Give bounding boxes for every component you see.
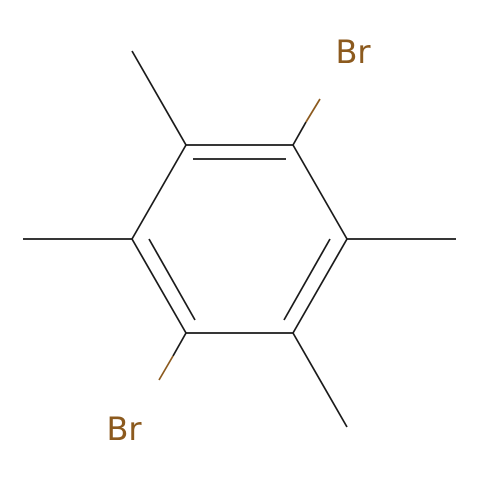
br-bond-bottom-bromine-half bbox=[158, 355, 174, 381]
br-bond-top-carbon-half bbox=[292, 121, 307, 146]
bromine-bottom: Br bbox=[106, 332, 187, 448]
methyl-groups bbox=[23, 50, 456, 428]
methyl-bond-bottom-right bbox=[292, 332, 348, 428]
bromine-top: Br bbox=[292, 33, 371, 146]
ring-bond-lower-right bbox=[292, 238, 348, 334]
ring-bond-lower-left-inner bbox=[148, 238, 196, 321]
methyl-bond-top-left bbox=[131, 50, 187, 146]
benzene-ring bbox=[131, 144, 348, 334]
ring-bond-upper-right bbox=[292, 144, 348, 240]
ring-bond-lower-left bbox=[131, 238, 187, 334]
bromine-label-bottom: Br bbox=[106, 410, 142, 448]
br-bond-bottom-carbon-half bbox=[172, 332, 187, 357]
ring-bond-lower-right-inner bbox=[283, 238, 331, 321]
ring-bond-upper-left bbox=[131, 144, 187, 240]
bromine-label-top: Br bbox=[335, 33, 371, 71]
br-bond-top-bromine-half bbox=[305, 98, 321, 123]
